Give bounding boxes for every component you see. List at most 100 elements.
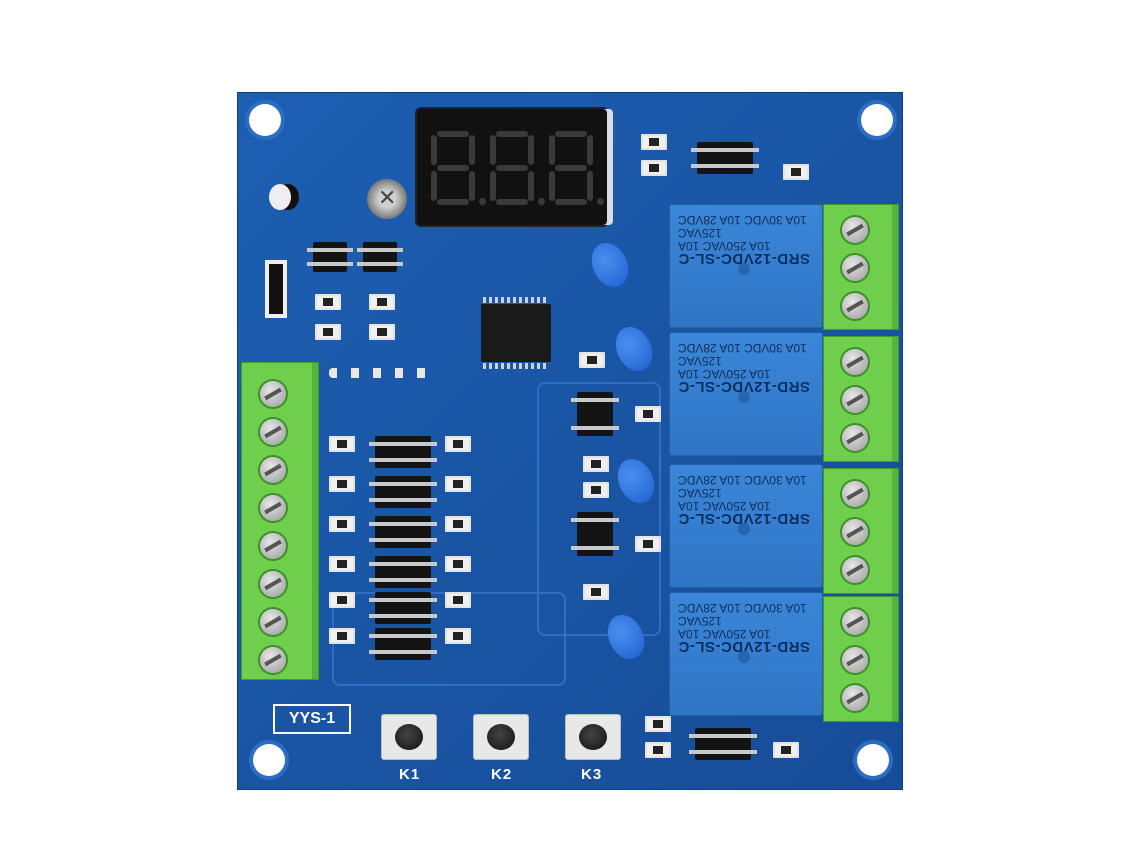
smd-resistor xyxy=(641,134,667,150)
relay-rating: 10A 250VAC 10A 125VAC xyxy=(678,226,771,253)
terminal-screw xyxy=(842,255,868,281)
smd-resistor xyxy=(641,160,667,176)
mounting-hole-top-left xyxy=(249,104,281,136)
smd-resistor xyxy=(369,294,395,310)
smd-resistor xyxy=(773,742,799,758)
regulator-chip xyxy=(307,242,353,272)
smd-resistor xyxy=(315,294,341,310)
ceramic-capacitor xyxy=(584,236,636,294)
relay-rating: 10A 250VAC 10A 125VAC xyxy=(678,614,771,641)
relay-label: SRD-12VDC-SL-C 10A 250VAC 10A 125VAC 10A… xyxy=(678,341,814,395)
terminal-screw xyxy=(842,293,868,319)
smd-resistor xyxy=(329,516,355,532)
button-label-k3: K3 xyxy=(581,766,603,783)
relay-label: SRD-12VDC-SL-C 10A 250VAC 10A 125VAC 10A… xyxy=(678,473,814,527)
relay-1: SRD-12VDC-SL-C 10A 250VAC 10A 125VAC 10A… xyxy=(669,204,823,328)
optocoupler-chip xyxy=(369,516,437,548)
push-button-k3[interactable] xyxy=(565,714,621,760)
output-terminal-block-2 xyxy=(823,336,899,462)
terminal-screw xyxy=(260,495,286,521)
relay-rating: 10A 250VAC 10A 125VAC xyxy=(678,354,771,381)
electrolytic-capacitor xyxy=(367,179,407,219)
terminal-screw xyxy=(842,647,868,673)
mounting-hole-bottom-left xyxy=(253,744,285,776)
relay-mark xyxy=(738,391,750,403)
relay-3: SRD-12VDC-SL-C 10A 250VAC 10A 125VAC 10A… xyxy=(669,464,823,588)
terminal-screw xyxy=(260,609,286,635)
relay-rating: 10A 30VDC 10A 28VDC xyxy=(678,213,807,227)
smd-resistor xyxy=(583,456,609,472)
optocoupler-chip xyxy=(689,728,757,760)
ceramic-capacitor xyxy=(608,320,660,378)
optocoupler-chip xyxy=(369,628,437,660)
terminal-screw xyxy=(842,519,868,545)
relay-rating: 10A 250VAC 10A 125VAC xyxy=(678,486,771,513)
smd-resistor xyxy=(445,592,471,608)
smd-resistor xyxy=(445,476,471,492)
relay-label: SRD-12VDC-SL-C 10A 250VAC 10A 125VAC 10A… xyxy=(678,213,814,267)
terminal-screw xyxy=(260,419,286,445)
smd-resistor xyxy=(583,584,609,600)
terminal-screw xyxy=(842,481,868,507)
relay-4: SRD-12VDC-SL-C 10A 250VAC 10A 125VAC 10A… xyxy=(669,592,823,716)
button-cap[interactable] xyxy=(579,724,607,750)
smd-resistor xyxy=(445,628,471,644)
smd-resistor xyxy=(583,482,609,498)
terminal-screw xyxy=(842,609,868,635)
terminal-screw xyxy=(842,387,868,413)
microcontroller-chip xyxy=(481,297,551,369)
optocoupler-chip xyxy=(369,436,437,468)
relay-driver-chip xyxy=(571,512,619,556)
smd-resistor xyxy=(783,164,809,180)
pcb-trace xyxy=(537,382,661,636)
optocoupler-chip xyxy=(369,476,437,508)
smd-resistor xyxy=(645,742,671,758)
header-pads xyxy=(329,368,439,378)
terminal-screw xyxy=(842,217,868,243)
terminal-screw xyxy=(842,685,868,711)
button-cap[interactable] xyxy=(395,724,423,750)
smd-resistor xyxy=(329,628,355,644)
smd-resistor xyxy=(579,352,605,368)
smd-resistor xyxy=(445,516,471,532)
terminal-screw xyxy=(260,647,286,673)
terminal-screw xyxy=(842,425,868,451)
regulator-chip xyxy=(357,242,403,272)
terminal-screw xyxy=(260,457,286,483)
terminal-screw xyxy=(260,571,286,597)
output-terminal-block-4 xyxy=(823,596,899,722)
smd-resistor xyxy=(369,324,395,340)
smd-resistor xyxy=(315,324,341,340)
button-cap[interactable] xyxy=(487,724,515,750)
smd-resistor xyxy=(329,476,355,492)
smd-resistor xyxy=(645,716,671,732)
relay-2: SRD-12VDC-SL-C 10A 250VAC 10A 125VAC 10A… xyxy=(669,332,823,456)
terminal-screw xyxy=(260,533,286,559)
relay-mark xyxy=(738,651,750,663)
mounting-hole-bottom-right xyxy=(857,744,889,776)
board-model-label: YYS-1 xyxy=(273,704,351,734)
push-button-k2[interactable] xyxy=(473,714,529,760)
seven-segment-display xyxy=(417,109,607,225)
diode xyxy=(265,260,287,318)
relay-module-board: SRD-12VDC-SL-C 10A 250VAC 10A 125VAC 10A… xyxy=(237,92,903,790)
smd-resistor xyxy=(445,436,471,452)
smd-resistor xyxy=(635,536,661,552)
relay-mark xyxy=(738,523,750,535)
small-capacitor xyxy=(269,184,291,210)
terminal-screw xyxy=(842,349,868,375)
button-label-k1: K1 xyxy=(399,766,421,783)
optocoupler-chip xyxy=(369,556,437,588)
smd-resistor xyxy=(329,436,355,452)
smd-resistor xyxy=(635,406,661,422)
display-digit xyxy=(431,131,486,205)
push-button-k1[interactable] xyxy=(381,714,437,760)
input-terminal-block xyxy=(241,362,319,680)
optocoupler-chip xyxy=(691,142,759,174)
relay-rating: 10A 30VDC 10A 28VDC xyxy=(678,341,807,355)
output-terminal-block-1 xyxy=(823,204,899,330)
smd-resistor xyxy=(329,592,355,608)
mounting-hole-top-right xyxy=(861,104,893,136)
button-label-k2: K2 xyxy=(491,766,513,783)
relay-driver-chip xyxy=(571,392,619,436)
